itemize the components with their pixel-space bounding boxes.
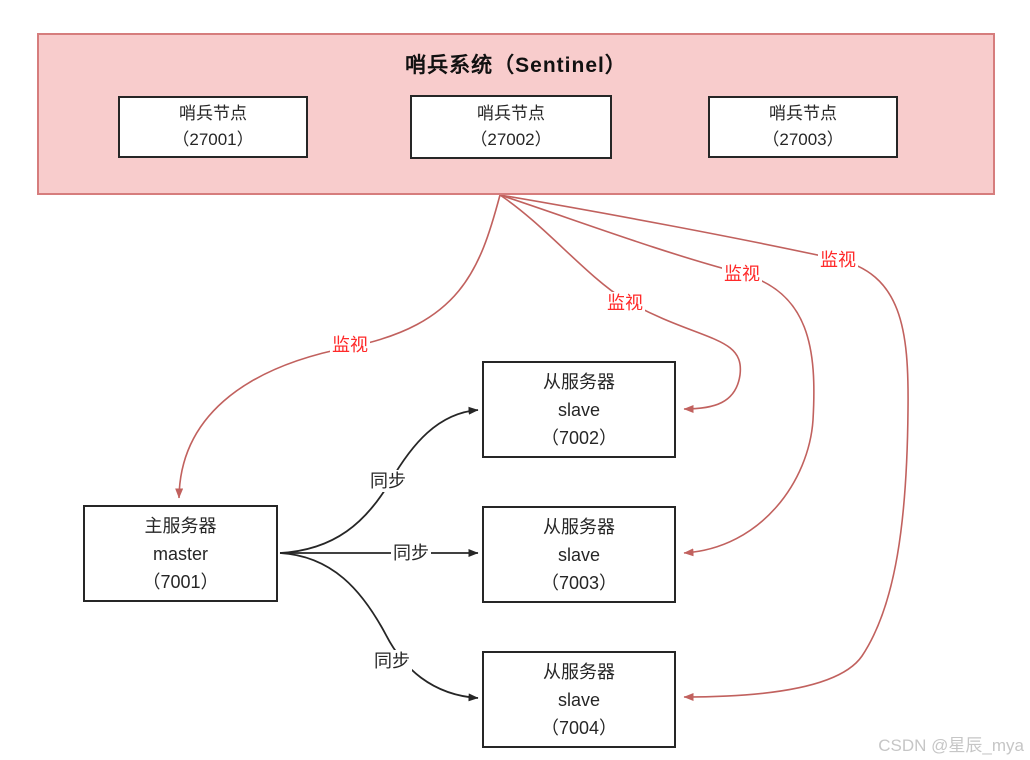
slave-port: （7003） [540,572,618,593]
monitor-label-master: 监视 [330,334,370,356]
sync-label-slave-7003: 同步 [391,542,431,564]
sentinel-node-port: （27002） [470,130,552,149]
sentinel-node-label: 哨兵节点 [769,104,837,123]
slave-role: slave [557,399,601,420]
slave-role: slave [557,689,601,710]
sentinel-node-port: （27003） [762,130,844,149]
sentinel-system-title: 哨兵系统（Sentinel） [405,54,627,77]
sentinel-node-port: （27001） [172,130,254,149]
sentinel-node-27001: 哨兵节点 （27001） [118,96,308,158]
master-label: 主服务器 [144,515,217,536]
master-role: master [152,543,208,564]
sentinel-node-label: 哨兵节点 [477,104,545,123]
slave-port: （7004） [540,717,618,738]
slave-server-box-7003: 从服务器 slave （7003） [482,506,676,603]
slave-label: 从服务器 [543,371,615,392]
slave-server-box-7002: 从服务器 slave （7002） [482,361,676,458]
sync-label-slave-7004: 同步 [372,650,412,672]
monitor-label-slave-7003: 监视 [722,263,762,285]
sentinel-node-27002: 哨兵节点 （27002） [410,95,612,159]
edge-sync-slave-7004 [279,552,479,702]
slave-label: 从服务器 [543,661,615,682]
slave-role: slave [557,544,601,565]
monitor-label-slave-7004: 监视 [818,249,858,271]
sync-label-slave-7002: 同步 [368,470,408,492]
monitor-label-slave-7002: 监视 [605,292,645,314]
slave-server-box-7004: 从服务器 slave （7004） [482,651,676,748]
csdn-watermark: CSDN @星辰_mya [878,736,1024,755]
master-port: （7001） [142,571,219,592]
sentinel-node-label: 哨兵节点 [179,104,247,123]
master-server-box: 主服务器 master （7001） [83,505,278,602]
sentinel-node-27003: 哨兵节点 （27003） [708,96,898,158]
slave-port: （7002） [540,427,618,448]
slave-label: 从服务器 [543,516,615,537]
